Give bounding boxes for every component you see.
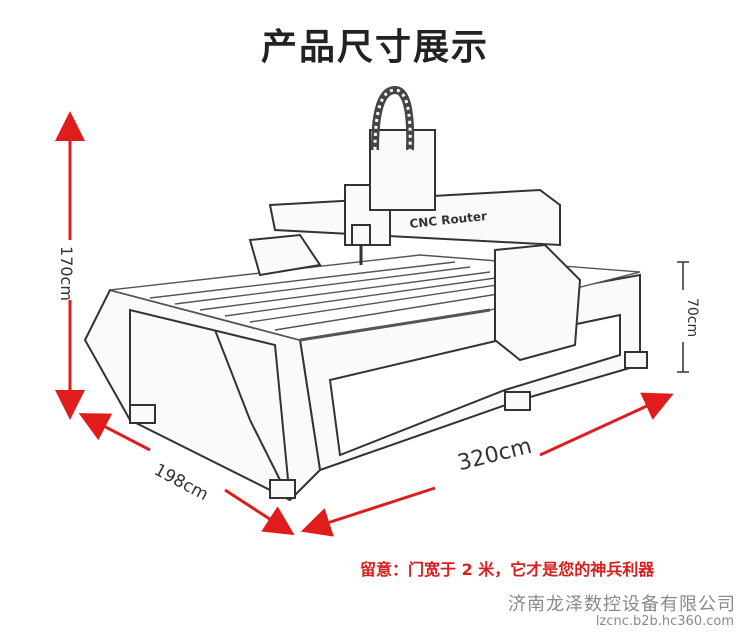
width-arrow-left [78, 413, 151, 452]
company-watermark: 济南龙泽数控设备有限公司 [508, 594, 736, 615]
table-height-dimension-label: 70cm [684, 298, 700, 338]
height-dimension-label: 170cm [57, 246, 76, 301]
width-arrow-right [224, 488, 295, 536]
length-arrow-left [300, 486, 436, 537]
gantry [248, 85, 582, 362]
page-title: 产品尺寸展示 [260, 27, 489, 68]
url-watermark: lzcnc.b2b.hc360.com [595, 614, 734, 629]
door-width-note: 留意：门宽于 2 米，它才是您的神兵利器 [360, 560, 655, 579]
length-arrow-right [539, 392, 674, 457]
